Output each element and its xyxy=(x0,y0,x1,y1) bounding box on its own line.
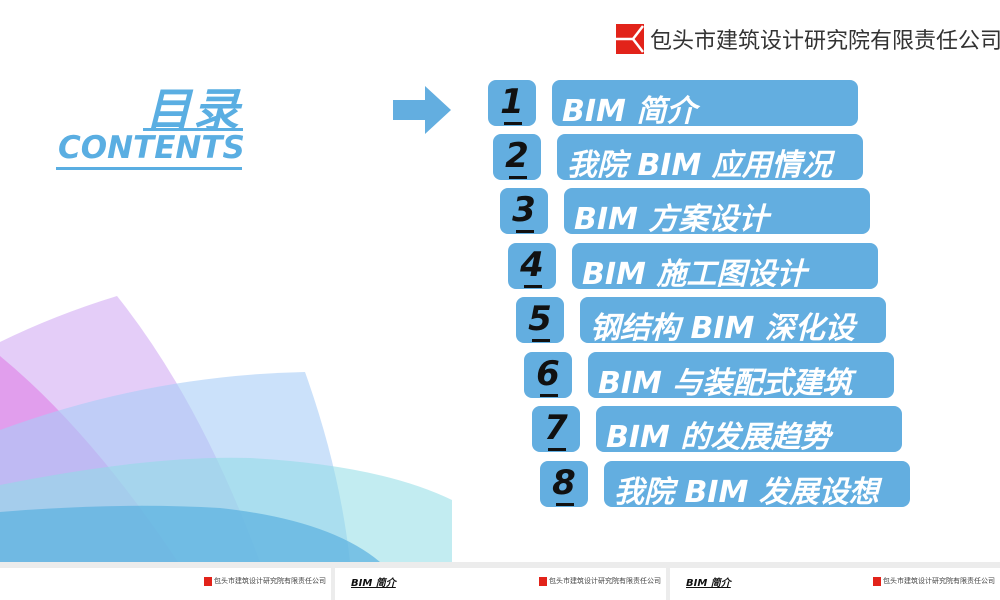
arrow-right-icon xyxy=(393,86,451,134)
number-underline xyxy=(540,394,558,397)
number-underline xyxy=(504,122,522,125)
thumbnail-company-name: 包头市建筑设计研究院有限责任公司 xyxy=(549,577,661,585)
toc-number-badge: 3 xyxy=(500,188,548,234)
toc-number-badge: 2 xyxy=(493,134,541,180)
number-underline xyxy=(509,176,527,179)
thumbnail-title: BIM 简介 xyxy=(351,578,396,589)
title-underline xyxy=(143,128,243,131)
company-logo-icon xyxy=(204,576,212,586)
company-header: 包头市建筑设计研究院有限责任公司 xyxy=(616,22,1000,56)
slide-canvas: 包头市建筑设计研究院有限责任公司 目录 CONTENTS 1 BIM 简介 2 … xyxy=(0,22,1000,562)
decorative-petals xyxy=(0,296,452,562)
toc-number-badge: 5 xyxy=(516,297,564,343)
toc-number: 1 xyxy=(500,82,524,122)
slide-thumbnail-3[interactable]: BIM 简介 包头市建筑设计研究院有限责任公司 xyxy=(670,568,1000,600)
toc-number-badge: 6 xyxy=(524,352,572,398)
slide-thumbnail-strip: 包头市建筑设计研究院有限责任公司 BIM 简介 包头市建筑设计研究院有限责任公司… xyxy=(0,562,1000,600)
number-underline xyxy=(524,285,542,288)
toc-label: BIM 简介 xyxy=(562,94,697,126)
toc-number: 4 xyxy=(520,245,544,285)
toc-label-bar: 我院 BIM 发展设想 xyxy=(604,461,910,507)
company-logo-icon xyxy=(539,576,547,586)
toc-label-bar: 钢结构 BIM 深化设 xyxy=(580,297,886,343)
slide-thumbnail-1[interactable]: 包头市建筑设计研究院有限责任公司 xyxy=(0,568,331,600)
toc-number: 5 xyxy=(528,299,552,339)
toc-label: BIM 的发展趋势 xyxy=(606,420,831,452)
toc-number-badge: 8 xyxy=(540,461,588,507)
thumbnail-company: 包头市建筑设计研究院有限责任公司 xyxy=(873,576,995,586)
number-underline xyxy=(556,503,574,506)
number-underline xyxy=(516,230,534,233)
toc-number: 3 xyxy=(512,190,536,230)
thumbnail-company-name: 包头市建筑设计研究院有限责任公司 xyxy=(883,577,995,585)
toc-label: BIM 与装配式建筑 xyxy=(598,366,853,398)
toc-label: 我院 BIM 应用情况 xyxy=(567,148,832,180)
toc-label: BIM 方案设计 xyxy=(574,202,769,234)
contents-title-en: CONTENTS xyxy=(58,130,245,166)
toc-number: 8 xyxy=(552,463,576,503)
number-underline xyxy=(548,448,566,451)
toc-number-badge: 1 xyxy=(488,80,536,126)
toc-number: 7 xyxy=(544,408,568,448)
toc-label-bar: 我院 BIM 应用情况 xyxy=(557,134,863,180)
company-logo-icon xyxy=(873,576,881,586)
toc-number: 6 xyxy=(536,354,560,394)
toc-number-badge: 7 xyxy=(532,406,580,452)
title-underline xyxy=(56,167,242,170)
thumbnail-title: BIM 简介 xyxy=(686,578,731,589)
toc-label-bar: BIM 方案设计 xyxy=(564,188,870,234)
thumbnail-company: 包头市建筑设计研究院有限责任公司 xyxy=(539,576,661,586)
toc-label-bar: BIM 与装配式建筑 xyxy=(588,352,894,398)
toc-number-badge: 4 xyxy=(508,243,556,289)
toc-label-bar: BIM 的发展趋势 xyxy=(596,406,902,452)
toc-label: 我院 BIM 发展设想 xyxy=(614,475,879,507)
company-logo-icon xyxy=(616,24,644,54)
number-underline xyxy=(532,339,550,342)
thumbnail-company: 包头市建筑设计研究院有限责任公司 xyxy=(204,576,326,586)
company-name: 包头市建筑设计研究院有限责任公司 xyxy=(650,29,1000,54)
slide-thumbnail-2[interactable]: BIM 简介 包头市建筑设计研究院有限责任公司 xyxy=(335,568,666,600)
toc-label-bar: BIM 施工图设计 xyxy=(572,243,878,289)
thumbnail-company-name: 包头市建筑设计研究院有限责任公司 xyxy=(214,577,326,585)
toc-label: BIM 施工图设计 xyxy=(582,257,807,289)
toc-number: 2 xyxy=(505,136,529,176)
toc-label-bar: BIM 简介 xyxy=(552,80,858,126)
toc-label: 钢结构 BIM 深化设 xyxy=(590,311,855,343)
